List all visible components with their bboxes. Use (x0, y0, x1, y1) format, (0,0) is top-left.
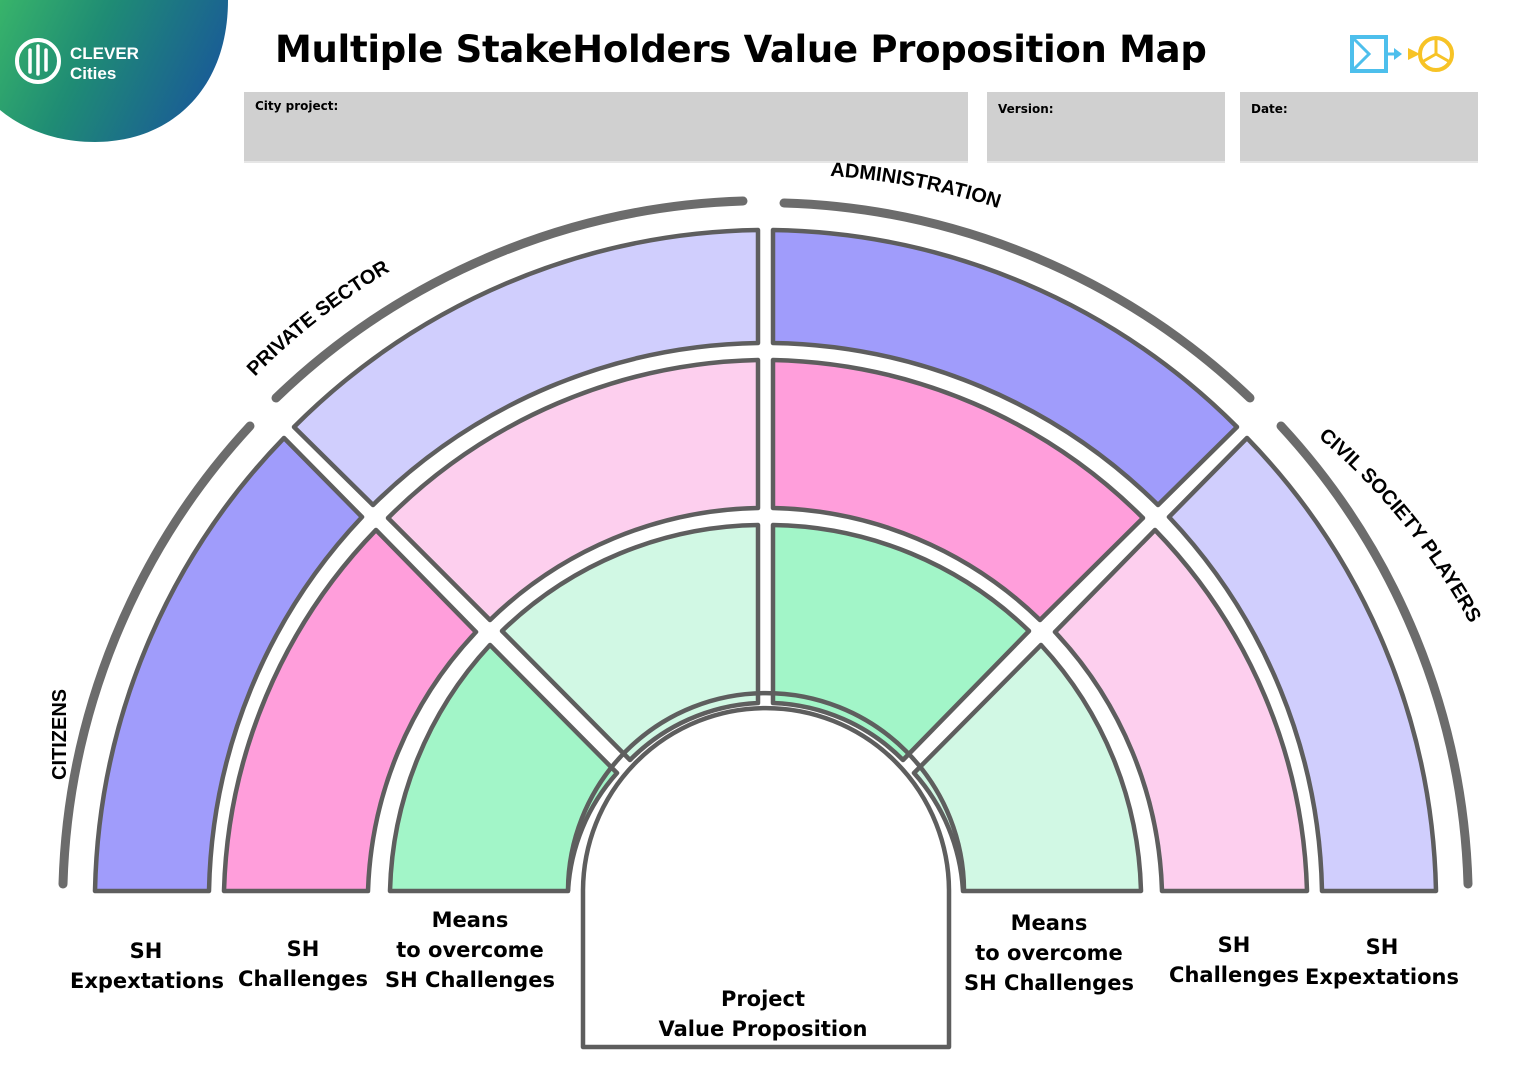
private-means-segment (499, 522, 761, 763)
date-field[interactable]: Date: (1240, 92, 1478, 163)
left-expectations-label: SH Expextations (70, 939, 225, 993)
right-expectations-label: SH Expextations (1304, 935, 1460, 989)
citizens-frame-arc (58, 421, 255, 889)
logo-line1: CLEVER (70, 44, 139, 63)
administration-expectations-segment (770, 227, 1240, 508)
citizens-label: CITIZENS (49, 689, 71, 780)
administration-challenges-segment (770, 357, 1146, 623)
version-label: Version: (998, 102, 1054, 116)
private-challenges-segment (385, 357, 761, 623)
civil-means-segment (911, 642, 1144, 894)
civil-society-frame-arc (1276, 421, 1473, 889)
right-means-label: Means to overcome SH Challenges (964, 911, 1134, 995)
version-field[interactable]: Version: (987, 92, 1225, 163)
project-value-proposition-label: Project Value Proposition (658, 987, 868, 1041)
page-title: Multiple StakeHolders Value Proposition … (275, 28, 1207, 71)
administration-frame-arc (779, 198, 1255, 403)
private-sector-frame-arc (271, 196, 748, 403)
date-label: Date: (1251, 102, 1288, 116)
clever-cities-logo: CLEVER Cities (0, 0, 230, 145)
project-value-proposition-outer-arc (565, 690, 967, 892)
canvas-flow-icon (1348, 32, 1460, 77)
citizens-expectations-segment (92, 435, 365, 894)
right-challenges-label: SH Challenges (1169, 933, 1299, 987)
left-means-label: Means to overcome SH Challenges (385, 908, 555, 992)
city-project-field[interactable]: City project: (244, 92, 968, 163)
citizens-means-segment (387, 642, 620, 894)
private-expectations-segment (291, 227, 761, 508)
civil-challenges-segment (1052, 527, 1310, 894)
administration-means-segment (770, 522, 1032, 763)
civil-expectations-segment (1166, 435, 1439, 894)
city-project-label: City project: (255, 99, 339, 113)
project-value-proposition-box (580, 705, 952, 1050)
citizens-challenges-segment (221, 527, 479, 894)
logo-line2: Cities (70, 64, 116, 83)
left-challenges-label: SH Challenges (238, 937, 368, 991)
